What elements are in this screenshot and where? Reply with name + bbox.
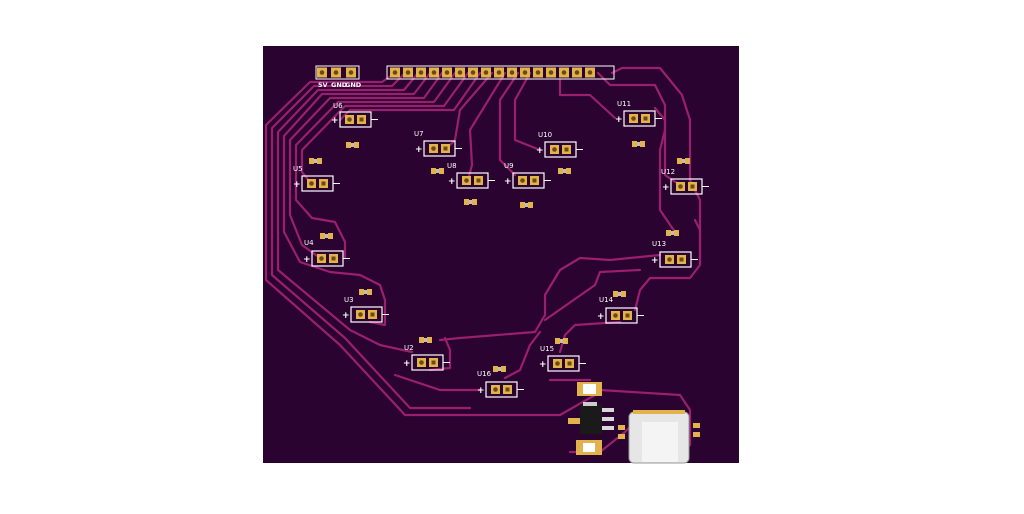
led-label: U2 — [404, 344, 414, 352]
led-label: U14 — [599, 296, 614, 304]
led-label: U7 — [414, 130, 424, 138]
polarity-plus-u13: + — [651, 256, 659, 266]
led-u3: + U3 — [342, 289, 389, 323]
led-label: U15 — [540, 345, 554, 353]
polarity-plus-u10: + — [536, 146, 544, 156]
polarity-plus-u12: + — [662, 183, 670, 193]
led-u6: + U6 — [331, 102, 378, 148]
led-label: U10 — [538, 131, 552, 139]
power-label-gnd-1: GND — [331, 81, 348, 89]
led-u5: + U5 — [293, 158, 340, 192]
main-header — [386, 65, 615, 80]
header-pin-5 — [442, 67, 452, 78]
polarity-plus-u3: + — [342, 311, 350, 321]
power-label-5v: 5V — [318, 81, 328, 89]
led-footprints: + U2 + U3 + U4 + U5 + U6 + U7 + U8 + U9 + U10 + U11 + U12 + U13… — [293, 100, 709, 398]
header-pin-4 — [429, 67, 439, 78]
resistor-u2 — [419, 337, 432, 343]
led-label: U12 — [661, 168, 675, 176]
header-pin-9 — [494, 67, 504, 78]
resistor-u5 — [309, 158, 322, 164]
resistor-u13 — [666, 230, 679, 236]
resistor-u16 — [493, 366, 506, 372]
header-pin-14 — [559, 67, 569, 78]
header-pin-2 — [403, 67, 413, 78]
led-u8: + U8 — [447, 162, 495, 205]
header-pin-8 — [481, 67, 491, 78]
led-u7: + U7 — [414, 130, 462, 174]
led-label: U4 — [304, 239, 314, 247]
polarity-plus-u9: + — [504, 177, 512, 187]
resistor-u3 — [359, 289, 372, 295]
led-label: U9 — [504, 162, 514, 170]
polarity-plus-u4: + — [303, 255, 311, 265]
led-u16: + U16 — [477, 366, 524, 398]
polarity-plus-u8: + — [448, 177, 456, 187]
polarity-plus-u11: + — [615, 115, 623, 125]
polarity-plus-u6: + — [331, 116, 339, 126]
led-label: U11 — [617, 100, 631, 108]
header-pin-11 — [520, 67, 530, 78]
led-u4: + U4 — [303, 233, 350, 267]
led-label: U16 — [477, 370, 492, 378]
led-label: U6 — [333, 102, 343, 110]
polarity-plus-u7: + — [415, 145, 423, 155]
resistor-u11 — [632, 141, 645, 147]
led-u11: + U11 — [615, 100, 662, 147]
header-pin-12 — [533, 67, 543, 78]
led-u2: + U2 — [403, 337, 450, 371]
power-label-gnd-2: GND — [345, 81, 362, 89]
header-pin-3 — [416, 67, 426, 78]
polarity-plus-u16: + — [477, 386, 485, 396]
power-pin-1 — [317, 67, 327, 78]
resistor-u14 — [613, 291, 626, 297]
header-pin-10 — [507, 67, 517, 78]
header-pin-6 — [455, 67, 465, 78]
polarity-plus-u14: + — [597, 312, 605, 322]
header-pin-15 — [572, 67, 582, 78]
header-pin-1 — [390, 67, 400, 78]
power-pin-3 — [346, 67, 356, 78]
resistor-u8 — [464, 199, 477, 205]
usb-c-connector — [618, 410, 700, 464]
resistor-u15 — [555, 338, 568, 344]
polarity-plus-u2: + — [403, 359, 411, 369]
header-pin-7 — [468, 67, 478, 78]
polarity-plus-u15: + — [539, 360, 547, 370]
led-u13: + U13 — [651, 230, 698, 268]
led-label: U3 — [344, 296, 354, 304]
led-u15: + U15 — [539, 338, 586, 372]
resistor-u6 — [346, 142, 359, 148]
resistor-u10 — [558, 168, 571, 174]
power-pin-2 — [331, 67, 341, 78]
led-label: U5 — [293, 165, 303, 173]
voltage-regulator — [568, 382, 614, 455]
led-label: U8 — [447, 162, 457, 170]
resistor-u7 — [431, 168, 444, 174]
resistor-u12 — [677, 158, 690, 164]
led-u9: + U9 — [504, 162, 551, 208]
resistor-u4 — [320, 233, 333, 239]
led-u12: + U12 — [661, 158, 709, 195]
header-pin-16 — [585, 67, 595, 78]
led-u14: + U14 — [597, 291, 644, 324]
polarity-plus-u5: + — [293, 180, 301, 190]
resistor-u9 — [520, 202, 533, 208]
led-u10: + U10 — [536, 131, 583, 174]
header-pin-13 — [546, 67, 556, 78]
power-header: 5V GND GND — [315, 65, 362, 89]
led-label: U13 — [652, 240, 666, 248]
